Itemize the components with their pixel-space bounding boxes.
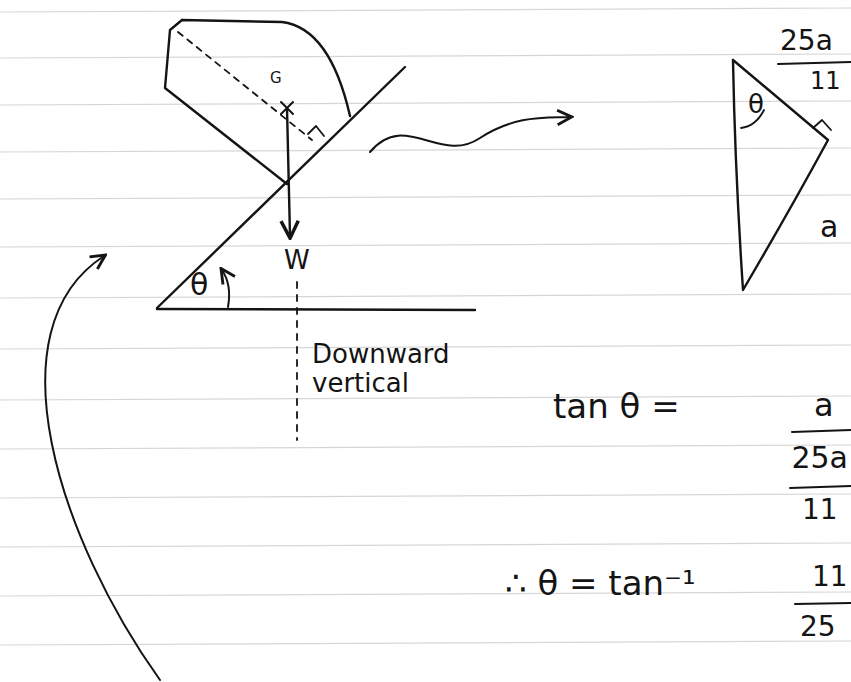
fraction-part: 25a — [780, 26, 833, 57]
angle-arc — [222, 270, 229, 307]
triangle — [733, 60, 828, 290]
fraction-part: 11 — [810, 68, 841, 94]
right-angle-mark — [308, 126, 324, 136]
fraction-part: 11 — [812, 562, 848, 593]
equation-text: tan θ = — [553, 388, 680, 425]
fraction-bar — [778, 62, 851, 64]
fraction-part: 25a — [791, 441, 848, 474]
fraction-bar — [792, 430, 851, 432]
fraction-part: 25 — [800, 612, 836, 643]
equation-text: ∴ θ = tan⁻¹ — [505, 565, 696, 602]
pointer-arrow — [45, 256, 160, 680]
right-angle-mark — [813, 120, 831, 130]
note-text: Downward vertical — [312, 340, 492, 397]
squiggle-arrow — [370, 117, 570, 152]
fraction-bar — [790, 486, 851, 488]
angle-label: θ — [190, 268, 208, 301]
point-label: G — [270, 70, 282, 87]
fraction-bar — [795, 603, 851, 604]
weight-arrow — [287, 108, 290, 236]
fraction-part: a — [814, 388, 834, 423]
ground-line — [157, 309, 475, 310]
side-label: a — [820, 210, 838, 243]
angle-label: θ — [748, 90, 764, 119]
solid-body — [165, 20, 350, 184]
inclined-plane — [157, 67, 405, 308]
force-label: W — [284, 246, 310, 275]
ruled-lines — [0, 8, 851, 645]
vertical-line — [296, 282, 298, 440]
axis-line — [178, 32, 312, 140]
fraction-part: 11 — [802, 495, 838, 526]
